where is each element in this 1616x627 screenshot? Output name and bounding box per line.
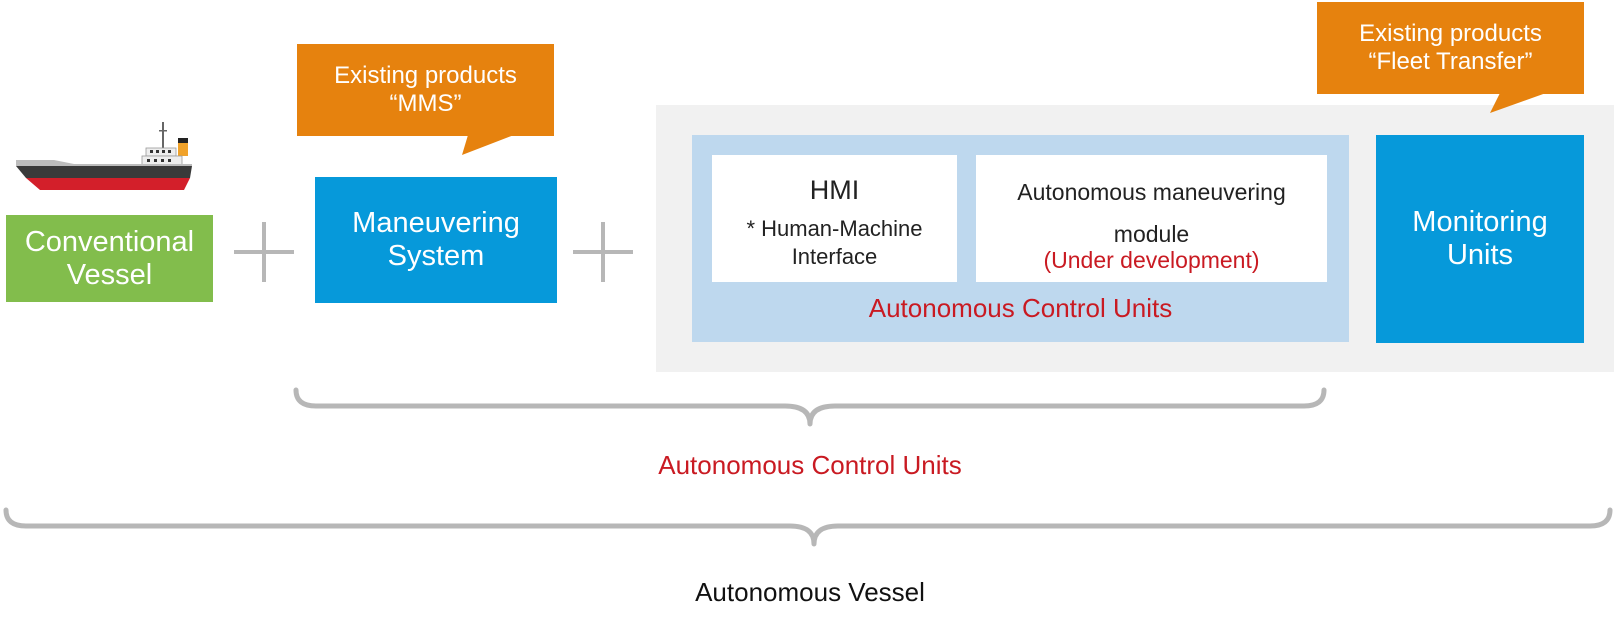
plus-icon <box>573 222 633 282</box>
autonomous-module-title: Autonomous maneuvering module <box>1017 179 1286 247</box>
autonomous-module-box: Autonomous maneuvering module (Under dev… <box>976 155 1327 282</box>
plus-icon <box>234 222 294 282</box>
autonomous-vessel-label: Autonomous Vessel <box>695 577 925 607</box>
monitoring-units-box: Monitoring Units <box>1376 135 1584 343</box>
brace-icon <box>293 387 1327 427</box>
callout-tail-icon <box>1490 93 1546 113</box>
autonomous-module-status: (Under development) <box>1043 247 1260 273</box>
maneuvering-system-box: Maneuvering System <box>315 177 557 303</box>
callout-tail-icon <box>462 135 514 155</box>
autonomous-control-units-inner-label: Autonomous Control Units <box>868 293 1173 323</box>
hmi-title: HMI <box>809 175 860 205</box>
existing-products-fleet-transfer-callout: Existing products “Fleet Transfer” <box>1317 2 1584 94</box>
hmi-box: HMI * Human-Machine Interface <box>712 155 957 282</box>
brace-icon <box>3 507 1613 547</box>
existing-products-mms-callout: Existing products “MMS” <box>297 44 554 136</box>
ship-icon <box>14 120 204 200</box>
conventional-vessel-box: Conventional Vessel <box>6 215 213 302</box>
autonomous-control-units-label: Autonomous Control Units <box>658 450 962 480</box>
hmi-subtitle: * Human-Machine Interface <box>746 216 923 269</box>
